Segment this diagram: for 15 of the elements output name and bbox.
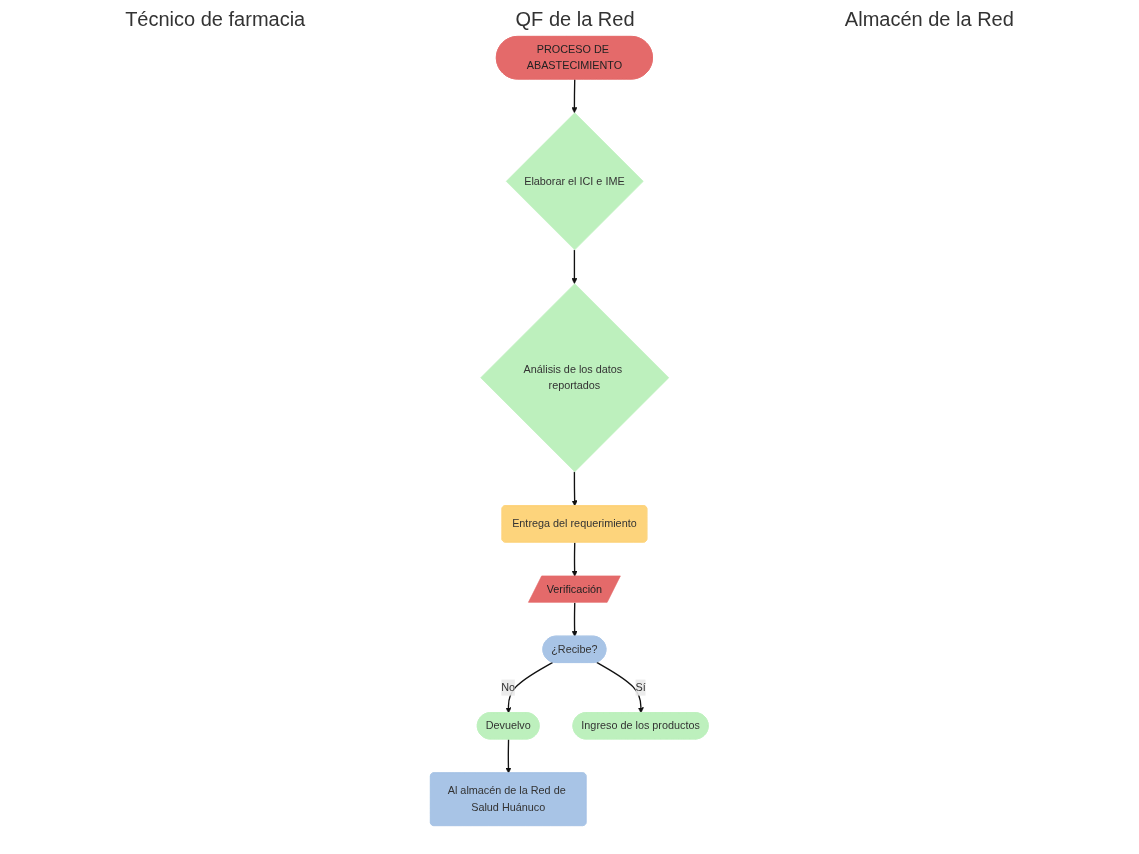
- arrow: [571, 541, 578, 577]
- arrow: [571, 471, 578, 507]
- arrow: [505, 661, 554, 714]
- arrow: [571, 602, 578, 637]
- lane-header: QF de la Red: [515, 8, 635, 31]
- arrow: [596, 661, 644, 714]
- node-diamond: Análisis de los datos reportados: [480, 283, 670, 473]
- lane-header: Almacén de la Red: [844, 8, 1014, 31]
- arrow: [571, 249, 578, 284]
- arrow: [505, 738, 512, 774]
- node-diamond: Elaborar el ICI e IME: [506, 112, 644, 251]
- arrow: [571, 78, 578, 114]
- edge-label: Sí: [635, 681, 646, 693]
- edge-label: No: [501, 681, 516, 693]
- lane-header: Técnico de farmacia: [125, 8, 306, 31]
